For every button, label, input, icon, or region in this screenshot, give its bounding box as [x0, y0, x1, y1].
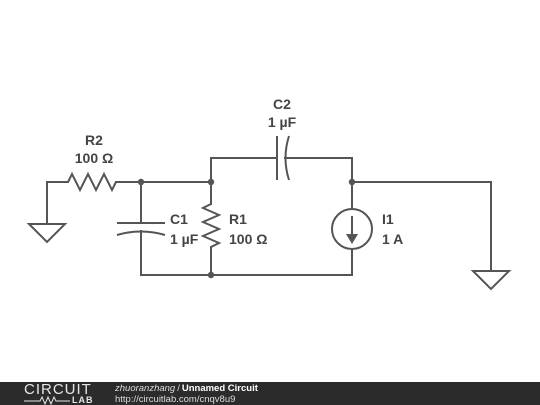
i1-name: I1: [382, 211, 394, 227]
footer-bar: CIRCUIT LAB zhuoranzhang/Unnamed Circuit…: [0, 382, 540, 405]
r1-name: R1: [229, 211, 247, 227]
junction-node: [207, 178, 215, 186]
separator: /: [177, 383, 180, 394]
circuit-url[interactable]: http://circuitlab.com/cnqv8u9: [115, 394, 236, 405]
author-link[interactable]: zhuoranzhang: [115, 383, 176, 394]
c2-value: 1 µF: [268, 114, 297, 130]
r2-name: R2: [85, 132, 103, 148]
resistor-logo-icon: [24, 396, 70, 405]
circuit-schematic: R2 100 Ω C1 1 µF R1 100 Ω C2 1 µF: [26, 96, 512, 291]
resistor-r2: [46, 171, 142, 193]
ground-symbol-right: [470, 270, 512, 291]
resistor-r1: [200, 181, 222, 276]
logo-text-top: CIRCUIT: [24, 381, 92, 398]
c2-name: C2: [273, 96, 291, 112]
ground-symbol-left: [26, 181, 68, 244]
credits: zhuoranzhang/Unnamed Circuit http://circ…: [115, 383, 258, 405]
r2-value: 100 Ω: [75, 150, 113, 166]
logo-text-bottom: LAB: [72, 395, 94, 405]
capacitor-c1: [116, 181, 166, 276]
down-arrow-icon: [346, 234, 358, 244]
junction-node: [348, 178, 356, 186]
i1-value: 1 A: [382, 231, 403, 247]
circuitlab-logo[interactable]: CIRCUIT LAB: [20, 382, 116, 405]
junction-node: [207, 271, 215, 279]
capacitor-c2: [210, 135, 353, 183]
c1-name: C1: [170, 211, 188, 227]
r1-value: 100 Ω: [229, 231, 267, 247]
junction-node: [137, 178, 145, 186]
wire-right: [351, 181, 492, 272]
c1-value: 1 µF: [170, 231, 199, 247]
current-source-i1: [331, 181, 373, 276]
circuit-title[interactable]: Unnamed Circuit: [181, 383, 258, 394]
